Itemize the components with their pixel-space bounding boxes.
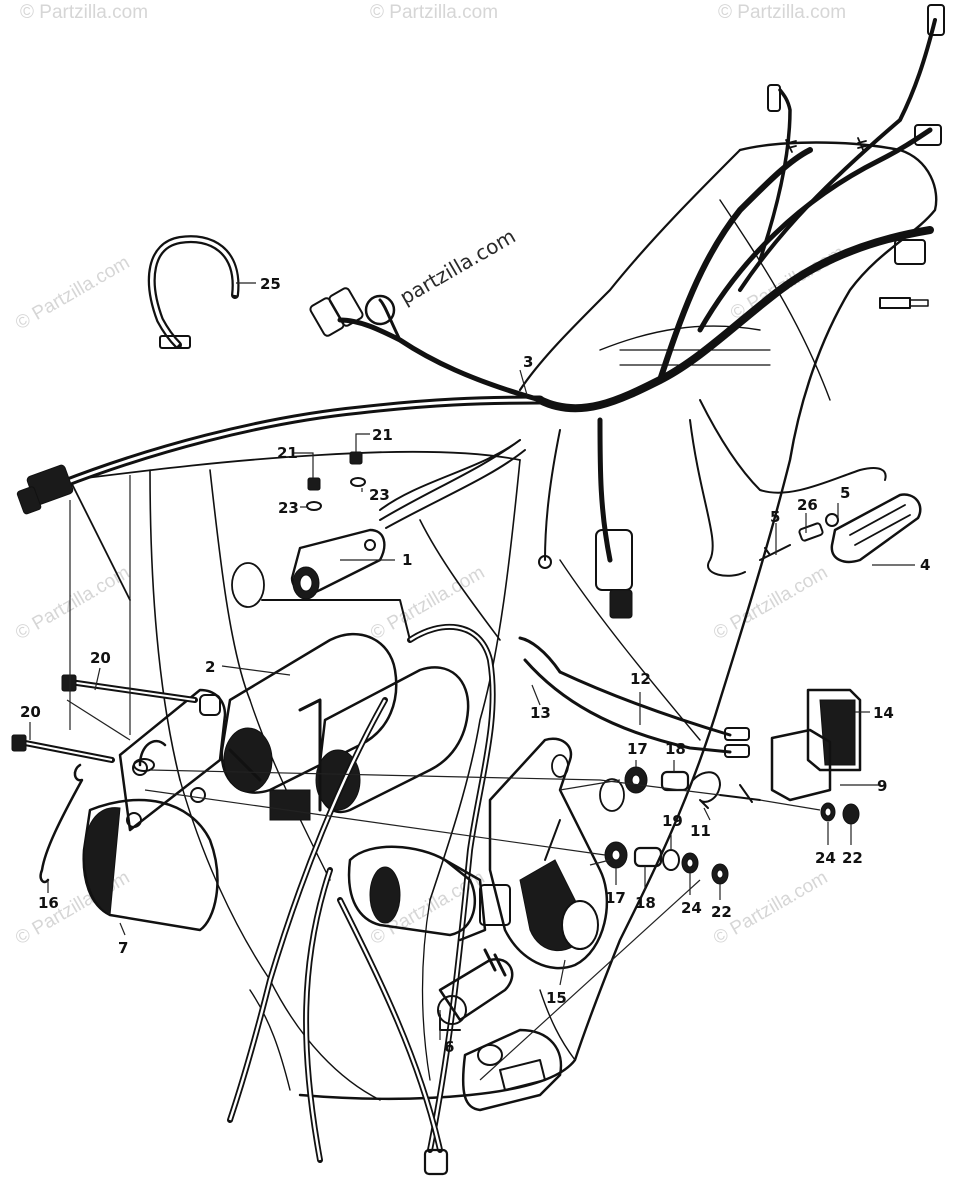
frame-hole xyxy=(599,778,625,812)
part-2-ignition-coils xyxy=(220,599,496,1153)
part-25-strap xyxy=(147,235,240,349)
callout-23: 23 xyxy=(369,486,390,504)
part-20-bolts xyxy=(11,674,198,763)
callout-12: 12 xyxy=(630,670,651,688)
part-12-13-wires xyxy=(518,636,750,758)
leader-lines xyxy=(29,282,915,1081)
callout-21: 21 xyxy=(277,444,298,462)
callout-7: 7 xyxy=(118,939,128,957)
callout-22: 22 xyxy=(842,849,863,867)
callout-23: 23 xyxy=(278,499,299,517)
callout-1: 1 xyxy=(402,551,412,569)
callout-26: 26 xyxy=(797,496,818,514)
part-1-rectifier xyxy=(290,528,386,600)
watermark-layer: © Partzilla.com © Partzilla.com © Partzi… xyxy=(12,2,848,949)
callout-15: 15 xyxy=(546,989,567,1007)
part-6-switch xyxy=(303,845,514,1176)
wire-harness xyxy=(16,4,945,619)
callout-21: 21 xyxy=(372,426,393,444)
watermark: © Partzilla.com xyxy=(12,252,133,334)
watermark: © Partzilla.com xyxy=(710,562,831,644)
watermark: © Partzilla.com xyxy=(20,2,148,23)
watermark: © Partzilla.com xyxy=(370,2,498,23)
frame-hole xyxy=(231,562,265,608)
watermark-center: partzilla.com xyxy=(396,224,520,310)
callout-25: 25 xyxy=(260,275,281,293)
callout-17: 17 xyxy=(605,889,626,907)
callout-9: 9 xyxy=(877,777,887,795)
part-18-collar xyxy=(660,770,690,792)
callout-2: 2 xyxy=(205,658,215,676)
callout-4: 4 xyxy=(920,556,930,574)
callout-18: 18 xyxy=(665,740,686,758)
watermark: © Partzilla.com xyxy=(12,867,133,949)
hardware-row xyxy=(306,451,860,885)
part-7-horn xyxy=(82,688,227,932)
watermark: © Partzilla.com xyxy=(12,562,133,644)
callout-22: 22 xyxy=(711,903,732,921)
callout-16: 16 xyxy=(38,894,59,912)
watermark: © Partzilla.com xyxy=(718,2,846,23)
callout-20: 20 xyxy=(20,703,41,721)
callout-14: 14 xyxy=(873,704,894,722)
callout-18: 18 xyxy=(635,894,656,912)
callout-24: 24 xyxy=(815,849,836,867)
callout-20: 20 xyxy=(90,649,111,667)
callout-17: 17 xyxy=(627,740,648,758)
callout-13: 13 xyxy=(530,704,551,722)
harness-coupler xyxy=(595,529,633,591)
part-14-9 xyxy=(770,688,862,802)
part-4-5-26 xyxy=(759,493,922,564)
callout-19: 19 xyxy=(662,812,683,830)
part-15-bracket xyxy=(488,737,609,970)
callout-24: 24 xyxy=(681,899,702,917)
callout-labels: 1 2 3 4 5 5 6 7 9 11 12 13 14 15 16 17 1… xyxy=(20,275,930,1056)
ignition-base xyxy=(461,1028,563,1112)
callout-3: 3 xyxy=(523,353,533,371)
callout-6: 6 xyxy=(444,1038,454,1056)
callout-5: 5 xyxy=(840,484,850,502)
part-16-spring xyxy=(39,763,84,884)
callout-11: 11 xyxy=(690,822,711,840)
callout-5: 5 xyxy=(770,508,780,526)
